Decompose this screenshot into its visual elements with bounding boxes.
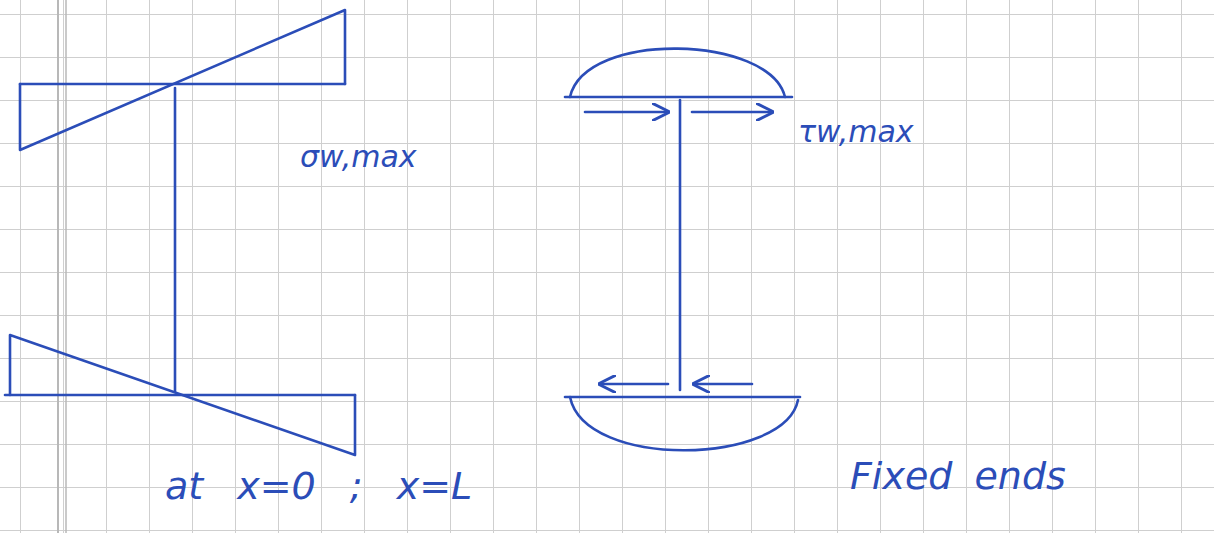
flange-line: [565, 96, 792, 99]
stress-diagram: [570, 49, 785, 97]
stress-diagram: [20, 10, 345, 150]
annotation-label: Fixed ends: [850, 456, 1066, 498]
flow-arrow: [692, 111, 772, 114]
flow-arrow: [694, 383, 752, 386]
annotation-label: at x=0 ; x=L: [165, 466, 472, 508]
flow-arrow: [585, 111, 668, 114]
stress-diagram: [10, 335, 355, 455]
flange-line: [565, 396, 800, 399]
margin-line: [57, 0, 59, 533]
margin-line: [65, 0, 67, 533]
annotation-label: σw,max: [300, 140, 417, 173]
flow-arrow: [600, 383, 668, 386]
web-line: [174, 88, 177, 392]
annotation-label: τw,max: [798, 115, 914, 148]
web-line: [679, 100, 682, 390]
flange-line: [20, 83, 345, 86]
stress-diagram: [570, 397, 798, 450]
